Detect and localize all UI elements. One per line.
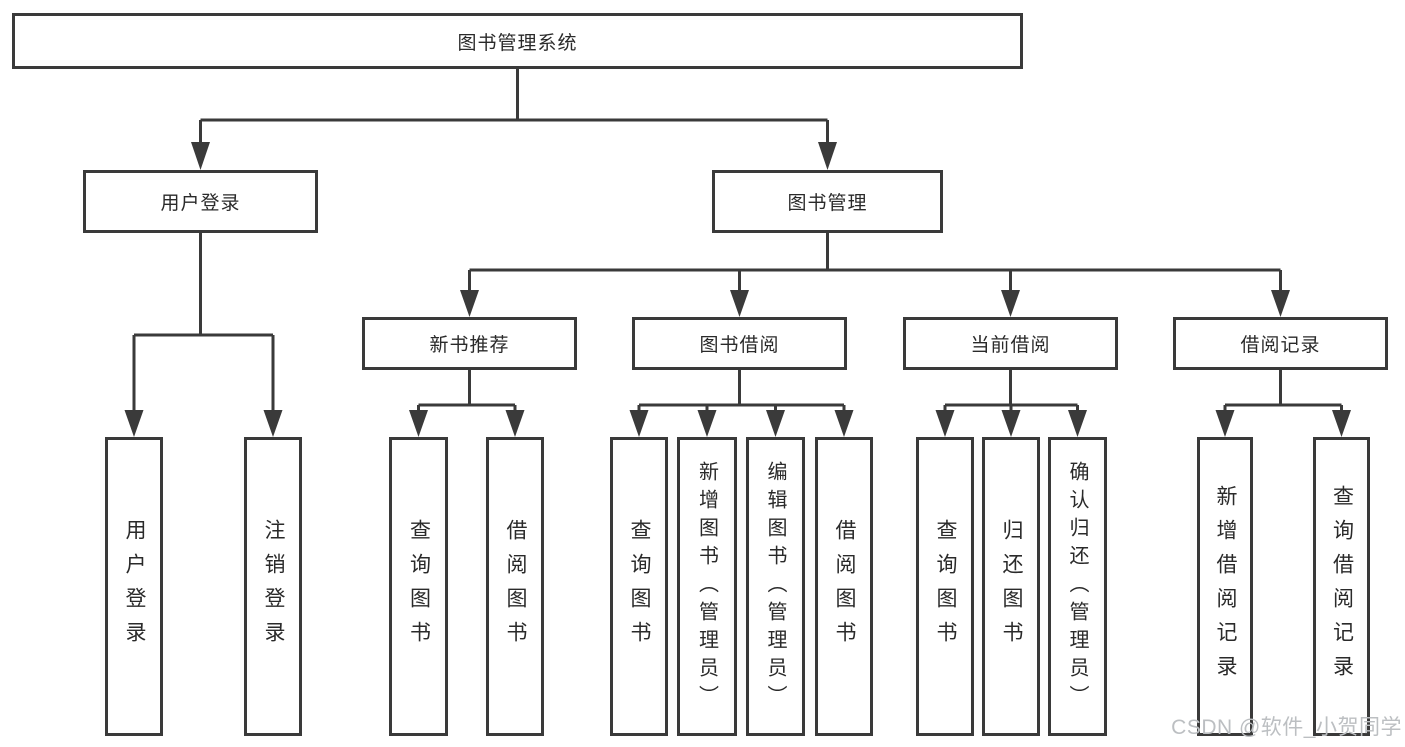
node-book-borrow: 图书借阅 xyxy=(632,317,847,370)
leaf-query-books-current-label: 查询图书 xyxy=(934,518,957,655)
node-book-management-label: 图书管理 xyxy=(787,193,868,214)
leaf-add-books-admin: 新增图书（管理员） xyxy=(677,437,737,736)
connector-current-borrow-to-leaves xyxy=(935,370,1087,437)
node-user-login: 用户登录 xyxy=(83,170,318,233)
node-current-borrow-label: 当前借阅 xyxy=(970,335,1051,356)
leaf-borrow-books-label: 借阅图书 xyxy=(833,518,856,655)
leaf-edit-books-admin: 编辑图书（管理员） xyxy=(746,437,805,736)
leaf-return-books-label: 归还图书 xyxy=(1000,518,1023,655)
node-new-book-recommend: 新书推荐 xyxy=(362,317,577,370)
leaf-logout-label: 注销登录 xyxy=(262,518,285,655)
leaf-add-borrow-record-label: 新增借阅记录 xyxy=(1214,484,1237,689)
leaf-query-books-borrow-label: 查询图书 xyxy=(628,518,651,655)
leaf-query-books-current: 查询图书 xyxy=(916,437,974,736)
node-root: 图书管理系统 xyxy=(12,13,1023,69)
leaf-confirm-return-admin: 确认归还（管理员） xyxy=(1048,437,1107,736)
csdn-watermark: CSDN @软件_小贺同学 xyxy=(1171,716,1402,739)
leaf-user-login-label: 用户登录 xyxy=(123,518,146,655)
node-user-login-label: 用户登录 xyxy=(160,193,241,214)
node-borrow-records: 借阅记录 xyxy=(1173,317,1388,370)
leaf-logout: 注销登录 xyxy=(244,437,302,736)
leaf-query-books-recommend-label: 查询图书 xyxy=(407,518,431,655)
leaf-confirm-return-admin-label: 确认归还（管理员） xyxy=(1066,460,1088,713)
connector-root-to-level2 xyxy=(191,69,837,170)
node-borrow-records-label: 借阅记录 xyxy=(1240,335,1321,356)
leaf-user-login: 用户登录 xyxy=(105,437,163,736)
node-new-book-recommend-label: 新书推荐 xyxy=(429,335,510,356)
node-book-borrow-label: 图书借阅 xyxy=(699,335,780,356)
leaf-borrow-books: 借阅图书 xyxy=(815,437,873,736)
leaf-borrow-books-recommend-label: 借阅图书 xyxy=(504,518,527,655)
leaf-query-books-recommend: 查询图书 xyxy=(389,437,448,736)
node-book-management: 图书管理 xyxy=(712,170,943,233)
node-root-label: 图书管理系统 xyxy=(457,32,578,54)
leaf-return-books: 归还图书 xyxy=(982,437,1040,736)
leaf-edit-books-admin-label: 编辑图书（管理员） xyxy=(764,460,786,713)
connector-user-login-to-leaves xyxy=(124,233,283,437)
leaf-query-borrow-record-label: 查询借阅记录 xyxy=(1330,484,1354,689)
connector-book-borrow-to-leaves xyxy=(629,370,854,437)
leaf-query-books-borrow: 查询图书 xyxy=(610,437,668,736)
connector-book-management-to-level3 xyxy=(460,233,1290,317)
leaf-borrow-books-recommend: 借阅图书 xyxy=(486,437,544,736)
leaf-add-books-admin-label: 新增图书（管理员） xyxy=(695,460,718,713)
leaf-add-borrow-record: 新增借阅记录 xyxy=(1197,437,1253,736)
leaf-query-borrow-record: 查询借阅记录 xyxy=(1313,437,1370,736)
node-current-borrow: 当前借阅 xyxy=(903,317,1118,370)
connector-borrow-records-to-leaves xyxy=(1215,370,1351,437)
connector-new-book-to-leaves xyxy=(409,370,525,437)
